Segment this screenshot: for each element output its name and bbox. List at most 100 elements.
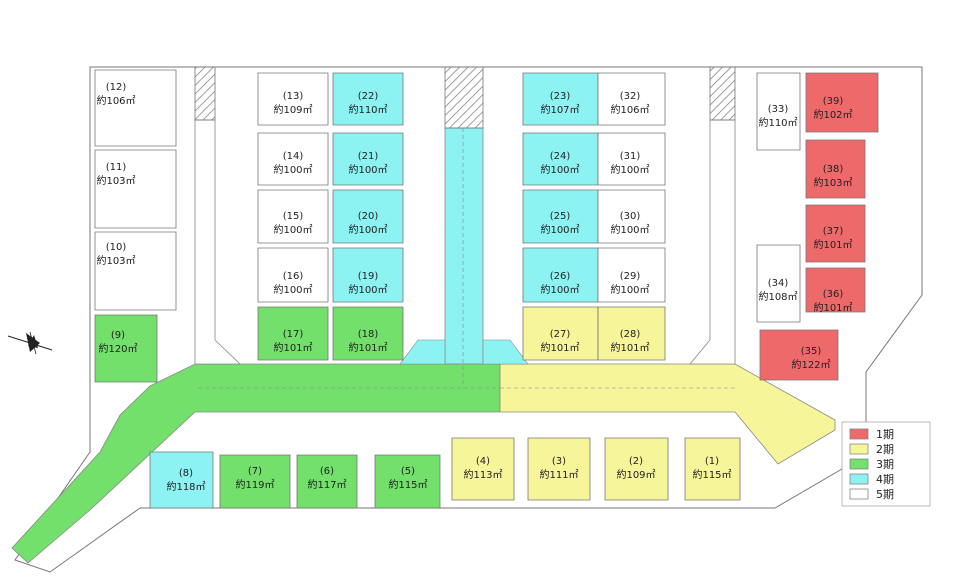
lot-parcel[interactable] (94, 314, 158, 383)
lot-6[interactable]: (6)約117㎡ (296, 454, 358, 509)
lot-29[interactable]: (29)約100㎡ (597, 247, 666, 303)
lot-27[interactable]: (27)約101㎡ (522, 306, 599, 361)
lot-area: 約106㎡ (96, 94, 135, 107)
lot-35[interactable]: (35)約122㎡ (759, 329, 839, 381)
lot-17[interactable]: (17)約101㎡ (257, 306, 329, 361)
lot-number: (21) (358, 151, 379, 162)
lot-32[interactable]: (32)約106㎡ (597, 72, 666, 126)
lot-number: (32) (620, 91, 641, 102)
road-spine-mouth (399, 339, 446, 365)
lot-parcel[interactable] (451, 437, 515, 501)
lot-parcel[interactable] (805, 267, 866, 313)
lot-parcel[interactable] (597, 72, 666, 126)
lot-28[interactable]: (28)約101㎡ (597, 306, 666, 361)
lot-12[interactable]: (12)約106㎡ (94, 69, 177, 147)
lot-parcel[interactable] (597, 247, 666, 303)
lot-parcel[interactable] (332, 247, 404, 303)
lot-number: (16) (283, 271, 304, 282)
lot-area: 約109㎡ (273, 103, 312, 116)
lot-parcel[interactable] (597, 189, 666, 244)
lot-parcel[interactable] (332, 306, 404, 361)
lot-parcel[interactable] (94, 149, 177, 229)
lot-parcel[interactable] (257, 189, 329, 244)
hatch-center (444, 66, 484, 129)
lot-20[interactable]: (20)約100㎡ (332, 189, 404, 244)
lot-parcel[interactable] (805, 72, 879, 133)
lot-number: (13) (283, 91, 304, 102)
lot-5[interactable]: (5)約115㎡ (374, 454, 441, 509)
lot-30[interactable]: (30)約100㎡ (597, 189, 666, 244)
lot-39[interactable]: (39)約102㎡ (805, 72, 879, 133)
lot-2[interactable]: (2)約109㎡ (604, 437, 669, 501)
lot-number: (33) (768, 104, 789, 115)
lot-parcel[interactable] (597, 132, 666, 186)
lot-31[interactable]: (31)約100㎡ (597, 132, 666, 186)
lot-7[interactable]: (7)約119㎡ (219, 454, 291, 509)
lot-parcel[interactable] (756, 244, 801, 323)
lot-parcel[interactable] (257, 306, 329, 361)
lot-16[interactable]: (16)約100㎡ (257, 247, 329, 303)
lot-parcel[interactable] (257, 72, 329, 126)
legend-label: 4期 (876, 473, 894, 486)
lot-parcel[interactable] (94, 69, 177, 147)
lot-parcel[interactable] (805, 139, 866, 199)
road-spine (444, 127, 484, 365)
lot-parcel[interactable] (332, 72, 404, 126)
lot-number: (38) (823, 164, 844, 175)
lot-number: (7) (248, 466, 262, 477)
lot-36[interactable]: (36)約101㎡ (805, 267, 866, 314)
lot-parcel[interactable] (805, 204, 866, 263)
lot-21[interactable]: (21)約100㎡ (332, 132, 404, 186)
lot-parcel[interactable] (257, 132, 329, 186)
lot-parcel[interactable] (94, 231, 177, 311)
lot-38[interactable]: (38)約103㎡ (805, 139, 866, 199)
lot-number: (29) (620, 271, 641, 282)
lot-34[interactable]: (34)約108㎡ (756, 244, 801, 323)
lot-parcel[interactable] (527, 437, 591, 501)
lot-number: (2) (629, 456, 643, 467)
lot-number: (6) (320, 466, 334, 477)
lot-3[interactable]: (3)約111㎡ (527, 437, 591, 501)
road-main-yellow (499, 363, 836, 465)
lot-8[interactable]: (8)約118㎡ (149, 451, 214, 509)
lot-22[interactable]: (22)約110㎡ (332, 72, 404, 126)
lot-number: (37) (823, 226, 844, 237)
lot-area: 約100㎡ (540, 283, 579, 296)
lot-4[interactable]: (4)約113㎡ (451, 437, 515, 501)
lot-parcel[interactable] (149, 451, 214, 509)
lot-10[interactable]: (10)約103㎡ (94, 231, 177, 311)
lot-11[interactable]: (11)約103㎡ (94, 149, 177, 229)
lot-25[interactable]: (25)約100㎡ (522, 189, 599, 244)
lot-area: 約101㎡ (540, 341, 579, 354)
lot-1[interactable]: (1)約115㎡ (684, 437, 741, 501)
lot-parcel[interactable] (332, 189, 404, 244)
lot-parcel[interactable] (604, 437, 669, 501)
lot-parcel[interactable] (332, 132, 404, 186)
lot-parcel[interactable] (756, 72, 801, 151)
lot-parcel[interactable] (684, 437, 741, 501)
north-arrow-icon (7, 331, 53, 355)
lot-area: 約103㎡ (96, 254, 135, 267)
lot-parcel[interactable] (759, 329, 839, 381)
lot-number: (28) (620, 329, 641, 340)
lot-24[interactable]: (24)約100㎡ (522, 132, 599, 186)
lot-parcel[interactable] (597, 306, 666, 361)
lot-number: (3) (552, 456, 566, 467)
lot-parcel[interactable] (374, 454, 441, 509)
lot-9[interactable]: (9)約120㎡ (94, 314, 158, 383)
lot-15[interactable]: (15)約100㎡ (257, 189, 329, 244)
lot-37[interactable]: (37)約101㎡ (805, 204, 866, 263)
lot-18[interactable]: (18)約101㎡ (332, 306, 404, 361)
lot-parcel[interactable] (219, 454, 291, 509)
lot-13[interactable]: (13)約109㎡ (257, 72, 329, 126)
lot-parcel[interactable] (296, 454, 358, 509)
lot-14[interactable]: (14)約100㎡ (257, 132, 329, 186)
lot-area: 約101㎡ (273, 341, 312, 354)
lot-19[interactable]: (19)約100㎡ (332, 247, 404, 303)
lot-26[interactable]: (26)約100㎡ (522, 247, 599, 303)
lot-parcel[interactable] (257, 247, 329, 303)
hatch-left (194, 66, 216, 121)
lot-23[interactable]: (23)約107㎡ (522, 72, 599, 126)
lot-33[interactable]: (33)約110㎡ (756, 72, 801, 151)
